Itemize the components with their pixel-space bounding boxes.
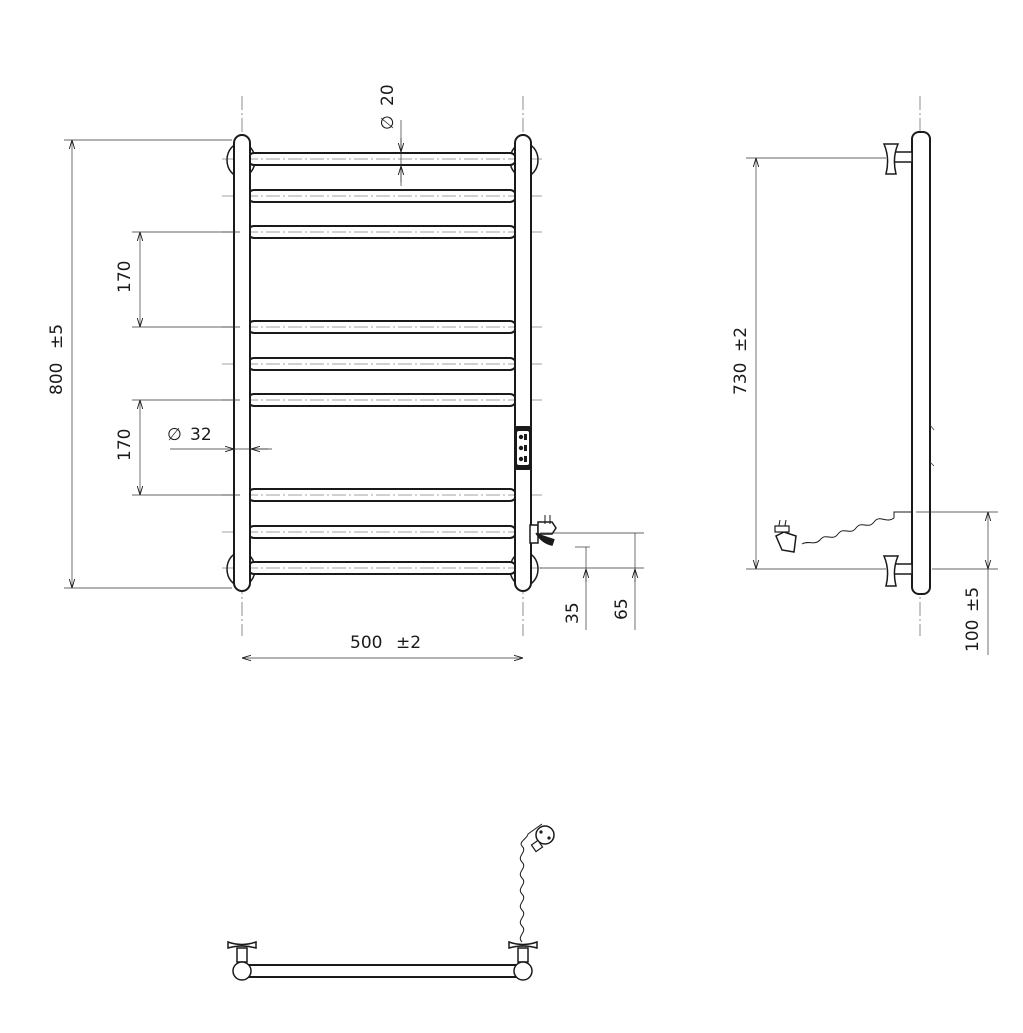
dim-tube-diameter-value: 32 bbox=[190, 425, 212, 445]
dim-mount-730: 730 ±2 bbox=[731, 157, 886, 570]
towel-bars bbox=[247, 152, 517, 575]
dim-tube-diameter: ∅ 32 bbox=[167, 425, 272, 449]
thermostat-controller bbox=[514, 426, 532, 470]
bar-centerlines bbox=[222, 158, 542, 569]
dim-mount-tolerance: ±2 bbox=[731, 327, 751, 352]
dim-outlet-65: 65 bbox=[612, 598, 632, 620]
side-top-bracket bbox=[882, 143, 913, 175]
top-view bbox=[227, 823, 555, 981]
top-bar bbox=[239, 964, 526, 978]
dim-height-value: 800 bbox=[47, 363, 67, 395]
front-view: 800 ±5 170 170 ∅ 32 bbox=[47, 84, 644, 658]
power-plug-front bbox=[529, 515, 557, 546]
dim-pitch-upper-value: 170 bbox=[115, 261, 135, 293]
diameter-symbol-2: ∅ bbox=[378, 115, 398, 130]
dim-width-value: 500 bbox=[350, 633, 382, 653]
dim-height-800: 800 ±5 bbox=[47, 139, 232, 589]
dim-bar-diameter: ∅ 20 bbox=[378, 84, 401, 186]
dim-bar-diameter-value: 20 bbox=[378, 84, 398, 106]
side-cable-plug bbox=[774, 511, 912, 553]
side-tube bbox=[911, 131, 931, 595]
dim-pitch-lower: 170 bbox=[115, 399, 240, 496]
dim-width-tolerance: ±2 bbox=[396, 633, 421, 653]
diameter-symbol: ∅ bbox=[167, 425, 182, 445]
side-view: 730 ±2 100 ±5 bbox=[731, 96, 998, 655]
top-plug bbox=[530, 825, 555, 853]
dim-pitch-upper: 170 bbox=[115, 231, 240, 328]
dim-height-tolerance: ±5 bbox=[47, 324, 67, 349]
dim-mount-value: 730 bbox=[731, 363, 751, 395]
left-side-tube bbox=[233, 134, 251, 592]
dim-wall-tolerance: ±5 bbox=[963, 587, 983, 612]
dim-wall-value: 100 bbox=[963, 620, 983, 652]
top-right-bracket bbox=[508, 940, 538, 981]
top-left-bracket bbox=[227, 940, 257, 981]
top-coiled-cable bbox=[519, 823, 543, 943]
side-bottom-bracket bbox=[882, 555, 913, 587]
dim-pitch-lower-value: 170 bbox=[115, 429, 135, 461]
dim-outlet-35: 35 bbox=[563, 602, 583, 624]
dim-wall-100: 100 ±5 bbox=[916, 511, 998, 655]
dim-outlet-offsets: 35 65 bbox=[540, 532, 644, 630]
right-side-tube bbox=[514, 134, 532, 592]
dim-width-500: 500 ±2 bbox=[242, 633, 523, 658]
